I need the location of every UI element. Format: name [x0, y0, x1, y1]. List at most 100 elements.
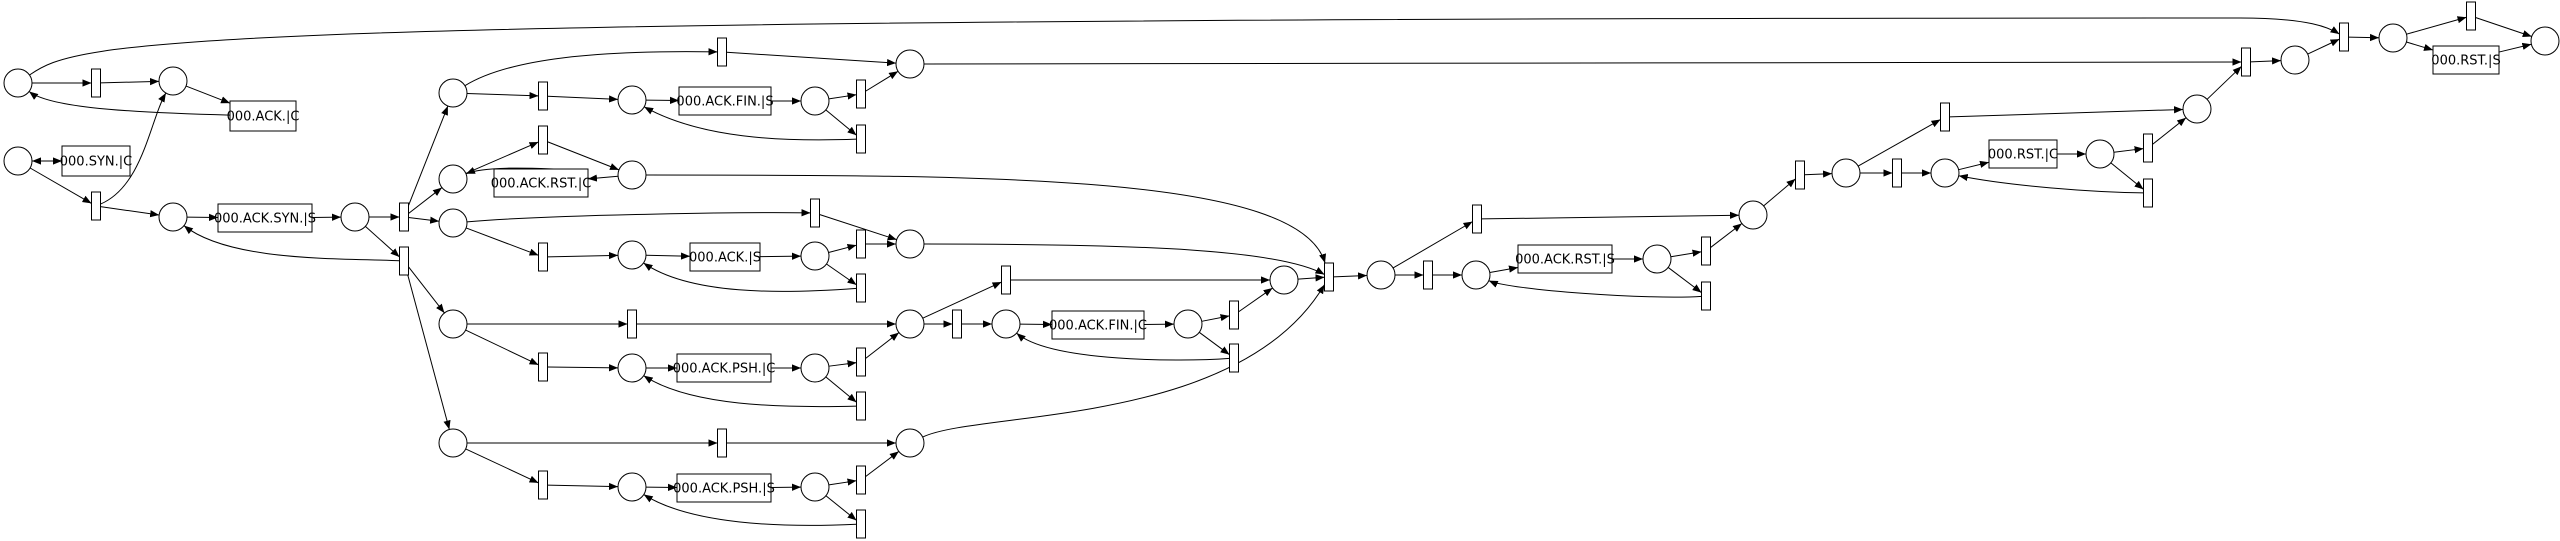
place-node	[895, 428, 925, 458]
nodes	[3, 1, 2560, 539]
place-node	[1642, 244, 1672, 274]
arc	[183, 225, 400, 262]
label-box	[217, 203, 313, 233]
label-ack-s: 000.ACK.|S	[689, 242, 761, 272]
label-text: 000.ACK.RST.|C	[491, 177, 592, 192]
arc	[828, 92, 857, 100]
transition-node	[1701, 281, 1711, 311]
place-node	[617, 472, 647, 502]
transition-node	[1472, 204, 1482, 234]
arc	[1857, 119, 1941, 167]
arc	[923, 58, 2242, 66]
transition-node	[2143, 178, 2153, 208]
arc	[2113, 146, 2144, 154]
arc	[825, 495, 857, 521]
transition-node	[1001, 265, 1011, 295]
place-node	[158, 202, 188, 232]
arc	[826, 263, 857, 286]
place-node	[617, 353, 647, 383]
place-node	[1269, 265, 1299, 295]
label-box	[689, 242, 761, 272]
arc	[547, 141, 620, 171]
arc	[1481, 211, 1740, 220]
place-node	[1738, 200, 1768, 230]
arc	[726, 51, 897, 67]
transition-node	[2466, 1, 2476, 31]
place-node	[895, 309, 925, 339]
arc	[465, 141, 539, 174]
label-text: 000.RST.|S	[2431, 54, 2500, 69]
arc	[465, 329, 539, 366]
transition-node	[91, 191, 101, 221]
label-box	[676, 473, 772, 503]
transition-node	[538, 352, 548, 382]
place-node	[438, 428, 468, 458]
label-ack-fin-c: 000.ACK.FIN.|C	[1049, 310, 1147, 340]
arc	[2348, 33, 2380, 42]
label-text: 000.ACK.PSH.|C	[673, 362, 776, 377]
arc	[865, 332, 900, 359]
label-ack-rst-s: 000.ACK.RST.|S	[1515, 244, 1615, 274]
place-node	[800, 472, 830, 502]
transition-node	[717, 37, 727, 67]
place-node	[340, 202, 370, 232]
arc	[828, 243, 857, 253]
place-node	[1366, 260, 1396, 290]
label-box	[1988, 139, 2058, 169]
place-node	[438, 309, 468, 339]
arc	[466, 91, 539, 100]
arc	[2498, 42, 2532, 53]
arc	[1670, 249, 1702, 258]
place-node	[895, 229, 925, 259]
arc	[645, 174, 1326, 264]
place-node	[800, 353, 830, 383]
place-node	[3, 68, 33, 98]
arc	[825, 376, 857, 403]
label-text: 000.ACK.|C	[227, 110, 300, 125]
transition-node	[1324, 262, 1334, 292]
label-box	[2432, 45, 2500, 75]
transition-node	[2241, 47, 2251, 77]
label-box	[1517, 244, 1613, 274]
label-box	[1051, 310, 1145, 340]
place-node	[617, 160, 647, 190]
place-node	[2085, 139, 2115, 169]
arc	[408, 105, 449, 206]
place-node	[800, 241, 830, 271]
arc	[185, 85, 231, 104]
transition-node	[1229, 300, 1239, 330]
arc	[2206, 65, 2242, 100]
labels: 000.ACK.|C000.SYN.|C000.ACK.SYN.|S000.AC…	[60, 45, 2501, 503]
arc	[1958, 173, 2144, 194]
place-node	[1461, 260, 1491, 290]
place-node	[617, 240, 647, 270]
arc	[645, 252, 691, 260]
arc	[407, 274, 451, 430]
arc	[29, 167, 92, 204]
arc	[28, 91, 231, 116]
label-text: 000.ACK.PSH.|S	[673, 482, 775, 497]
place-node	[2530, 26, 2560, 56]
transition-node	[856, 124, 866, 154]
arc	[465, 227, 539, 256]
transition-node	[856, 229, 866, 259]
place-node	[617, 85, 647, 115]
arc	[828, 360, 857, 368]
transition-node	[1892, 158, 1902, 188]
arc	[1297, 274, 1325, 282]
arc	[1489, 265, 1519, 274]
arc	[865, 451, 900, 478]
arc	[1333, 272, 1368, 280]
transition-node	[538, 242, 548, 272]
label-text: 000.ACK.|S	[689, 251, 761, 266]
arc	[923, 243, 1325, 275]
arc	[2250, 57, 2282, 65]
label-box	[678, 86, 772, 116]
label-ack-rst-c: 000.ACK.RST.|C	[491, 168, 592, 198]
place-node	[1831, 158, 1861, 188]
transition-node	[856, 347, 866, 377]
label-box	[61, 145, 131, 177]
transition-node	[810, 198, 820, 228]
label-ack-syn-s: 000.ACK.SYN.|S	[214, 203, 316, 233]
arc	[547, 364, 619, 372]
